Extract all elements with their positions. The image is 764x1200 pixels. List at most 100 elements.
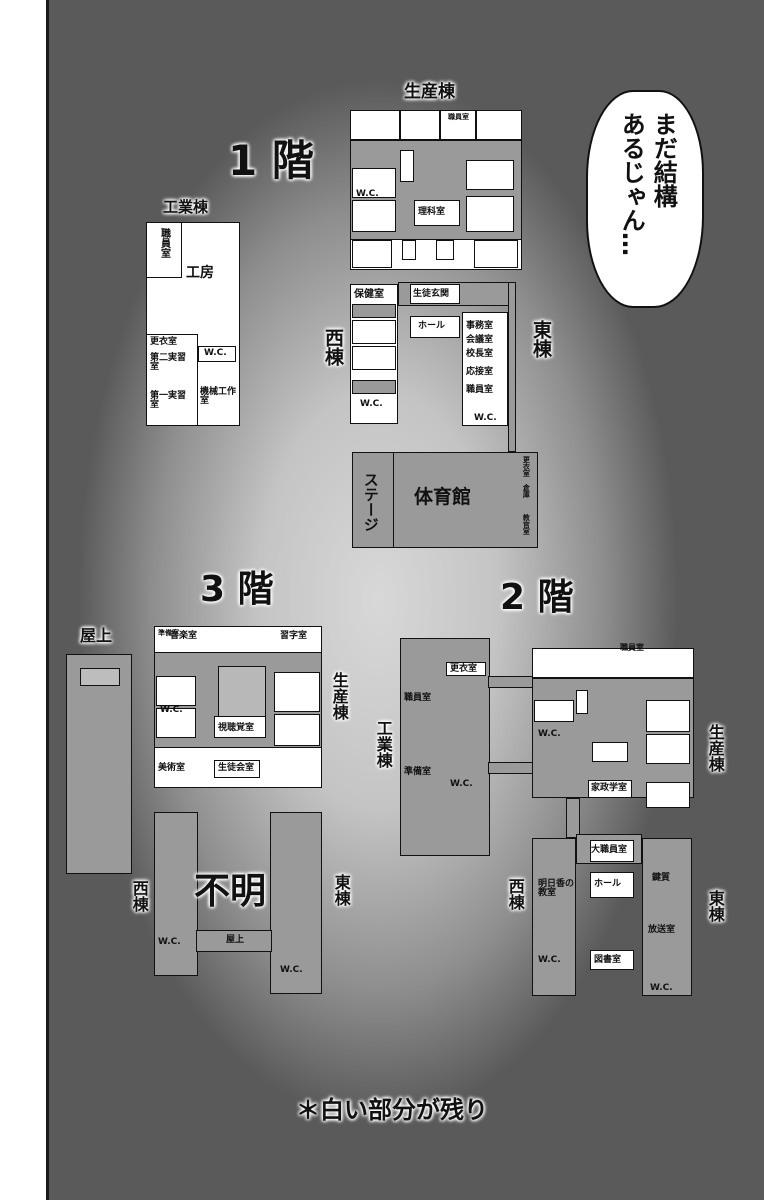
west-wing-3f [154,812,198,976]
room-1f [352,240,392,268]
room-label: 大職員室 [591,845,628,855]
room-1f-wc [198,346,236,362]
room-1f [352,200,396,232]
room-label: 視聴覚室 [218,723,255,733]
east-wing-3f [270,812,322,994]
room-label: ホール [594,879,622,889]
room-label: 鍵質 [652,873,671,883]
room-label: ホール [418,321,446,331]
room-label: W.C. [450,779,473,789]
wing-label-west-1f: 西棟 [321,328,344,366]
room-2f-home-ec [588,780,632,798]
bridge-2f [488,676,534,688]
wing-label-production-3f: 生産棟 [329,672,349,720]
speech-bubble [586,90,704,308]
room-label: 倉庫 [522,484,531,498]
room-1f [436,240,454,260]
room-1f [476,110,522,140]
room-3f-wc [156,708,196,738]
room-label: 職員室 [158,228,170,258]
footnote: ＊白い部分が残り [296,1096,488,1124]
room-label: W.C. [280,965,303,975]
room-label: 準備室 [404,767,432,777]
room-label: 職員室 [448,113,469,121]
room-label: 準備室 [158,629,179,637]
bridge-2f [488,762,534,774]
room-label: 教官室 [522,514,531,535]
room-1f-science [414,200,460,226]
room-label: W.C. [160,705,183,715]
room-1f [350,110,400,140]
room-label: 家政学室 [591,783,628,793]
room-label: 職員室 [404,693,432,703]
room-label: 更衣室 [522,456,531,477]
wing-label-east-3f: 東棟 [331,874,351,906]
room-label: 更衣室 [150,337,178,347]
stage-label: ステージ [361,472,380,532]
production-wing-2f-top [532,648,694,678]
room-label: W.C. [356,189,379,199]
corridor-3f [196,930,272,952]
wing-label-production-2f: 生産棟 [705,724,725,772]
rooftop-area [66,654,132,874]
room-label: 応接室 [466,367,494,377]
room-2f-locker [446,662,486,676]
room-3f-av [214,716,266,738]
room-label: 生徒玄関 [413,289,450,299]
room-label: 生徒会室 [218,763,255,773]
room-label: W.C. [204,348,227,358]
floor-1-title: 1 階 [228,136,314,185]
room-1f-labs [146,334,198,426]
floor-2-title: 2 階 [500,577,574,618]
room-label: W.C. [538,955,561,965]
room-2f-wc-small [576,690,588,714]
room-1f [466,160,514,190]
wing-label-production-1f: 生産棟 [404,82,455,102]
unknown-label: 不明 [194,871,267,912]
room-3f [274,672,320,712]
room-2f-hall [590,872,634,898]
room-label: 会議室 [466,335,494,345]
room-label: 更衣室 [450,664,478,674]
panel-border [46,0,49,1200]
room-label: W.C. [158,937,181,947]
room-1f [352,346,396,370]
room-1f [352,320,396,344]
room-2f-staff-big [590,840,634,862]
room-2f [646,734,690,764]
room-label: 習字室 [280,631,308,641]
room-2f-library [590,950,634,970]
room-1f [400,110,440,140]
room-label-workshop: 工房 [186,265,214,281]
room-label: W.C. [650,983,673,993]
wing-label-east-2f: 東棟 [705,890,725,922]
corridor-1f [508,282,516,452]
room-1f-hall [410,316,460,338]
room-1f [466,196,514,232]
room-2f [534,700,574,722]
stage [352,452,394,548]
room-label: 図書室 [594,955,622,965]
room-label: W.C. [538,729,561,739]
room-label: 校長室 [466,349,494,359]
room-label: W.C. [474,413,497,423]
room-label: 第二実習室 [150,353,187,372]
room-1f [402,240,416,260]
rooftop-stairs [80,668,120,686]
room-1f-staff-ind [146,222,182,278]
east-wing-1f [462,312,508,426]
room-2f [646,700,690,732]
room-label: 保健室 [354,289,384,300]
room-2f [646,782,690,808]
east-wing-2f [642,838,692,996]
wing-label-industrial-1f: 工業棟 [163,198,209,216]
room-3f [156,676,196,706]
wing-label-rooftop: 屋上 [80,626,113,645]
room-label: 理科室 [418,207,446,217]
room-label: W.C. [360,399,383,409]
floor-3-title: 3 階 [200,569,274,610]
room-label: 明日香の教室 [538,879,575,898]
room-label: 放送室 [648,925,676,935]
page-margin [0,0,48,1200]
